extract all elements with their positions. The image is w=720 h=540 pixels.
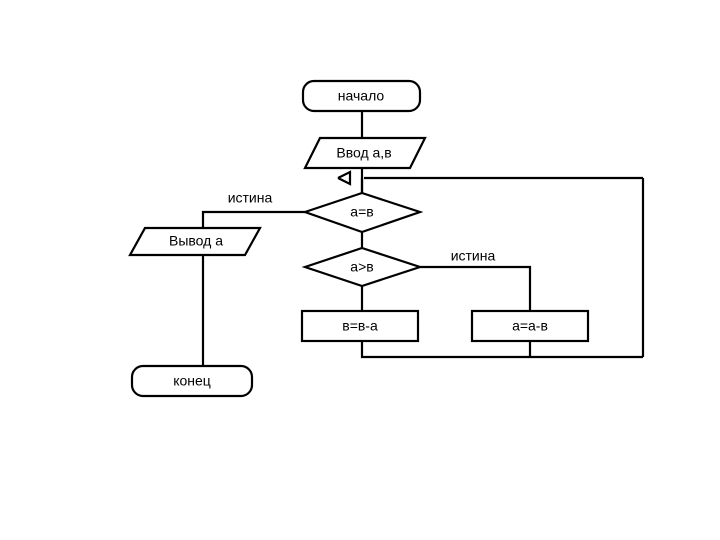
connector-layer [201, 111, 645, 366]
node-end[interactable]: конец [130, 364, 254, 398]
node-label-output: Вывод a [169, 233, 223, 249]
terminator-shape-end [130, 364, 254, 398]
terminator-shape-start [301, 79, 422, 113]
node-assign1[interactable]: в=в-a [300, 309, 420, 343]
edge-cond1-true-to-output [201, 210, 305, 228]
node-label-input: Ввод a,в [336, 145, 391, 161]
node-cond2[interactable]: a>в [301, 246, 424, 288]
node-label-end: конец [173, 373, 211, 389]
node-label-cond2: a>в [350, 259, 373, 275]
node-start[interactable]: начало [301, 79, 422, 113]
edge-assign1-to-loop [360, 341, 643, 359]
edge-label-true-cond1: истина [228, 190, 273, 206]
node-label-assign2: a=a-в [512, 318, 548, 334]
process-shape-assign2 [470, 309, 590, 343]
node-output[interactable]: Вывод a [128, 226, 262, 257]
node-input[interactable]: Ввод a,в [303, 136, 427, 170]
decision-shape-cond2 [301, 246, 424, 288]
arrowhead-loop-to-spine [337, 170, 352, 186]
node-assign2[interactable]: a=a-в [470, 309, 590, 343]
edge-cond2-true-to-assign2 [420, 265, 532, 311]
edge-label-true-cond2: истина [451, 248, 496, 264]
node-label-assign1: в=в-a [342, 318, 378, 334]
node-label-cond1: a=в [350, 204, 373, 220]
parallelogram-shape-input [303, 136, 427, 170]
decision-shape-cond1 [301, 191, 424, 234]
process-shape-assign1 [300, 309, 420, 343]
node-cond1[interactable]: a=в [301, 191, 424, 234]
parallelogram-shape-output [128, 226, 262, 257]
node-label-start: начало [338, 88, 385, 104]
